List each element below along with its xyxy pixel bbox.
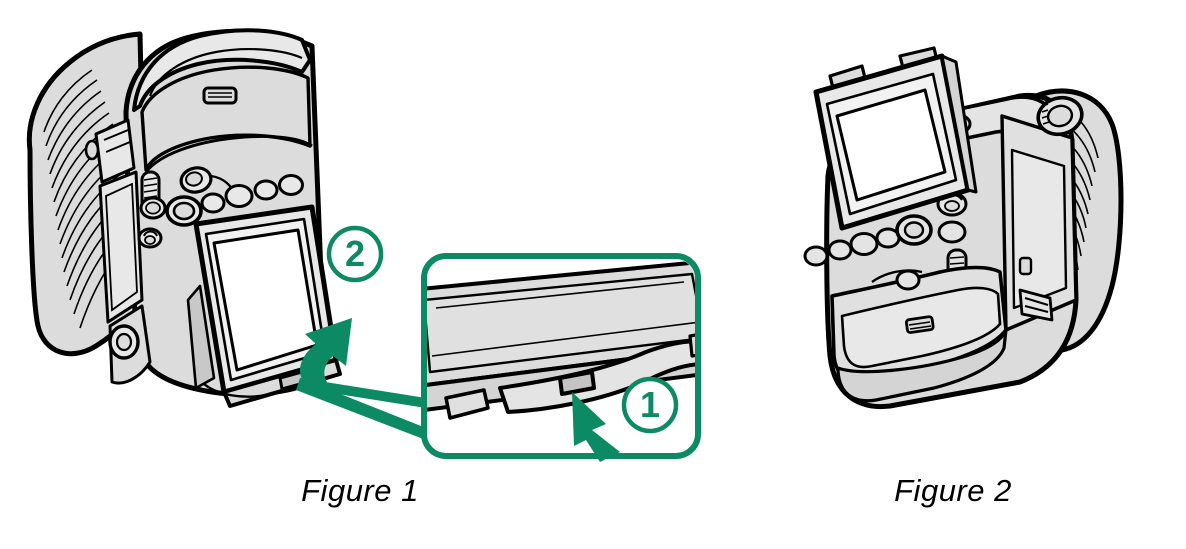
side-port-door [84, 118, 136, 184]
callout-box: 1 [421, 253, 701, 462]
connector-slot-2 [904, 315, 935, 334]
lcd-monitor-tilted [193, 204, 342, 408]
rear-button-c-2 [849, 232, 879, 256]
side-panel-inner-2 [1010, 148, 1068, 310]
rear-button-side-2 [937, 220, 967, 244]
rear-button-a-2 [803, 245, 829, 267]
rear-button-left-lower [137, 227, 163, 249]
multi-selector [165, 195, 203, 227]
lcd-screen-surface-2 [835, 88, 947, 202]
mode-dial-2 [1036, 95, 1084, 137]
rear-dial-lower-center [115, 332, 133, 352]
magnified-latch-nub [558, 370, 596, 396]
step-2-marker-label: 2 [345, 233, 365, 274]
step-1-marker-circle [621, 376, 679, 434]
lcd-monitor-open-2 [813, 46, 971, 231]
figure-1-panel: 2 [26, 28, 701, 508]
step-2-marker: 2 [326, 225, 384, 283]
rear-button-3 [253, 179, 279, 201]
callout-leader [296, 378, 426, 440]
step-1-arrow [572, 392, 620, 462]
rear-button-left-upper [139, 196, 167, 220]
step-1-marker-label: 1 [640, 384, 660, 425]
rear-button-row-2 [803, 214, 933, 267]
viewfinder-eyecup [179, 166, 236, 195]
body-ridge-upper [144, 134, 313, 173]
hump-crease [148, 48, 303, 97]
bottom-rim-2 [836, 328, 1008, 403]
monitor-side-edge-2 [940, 54, 978, 194]
figure-1-caption: Figure 1 [301, 473, 419, 508]
step-2-arrow [300, 318, 352, 387]
multi-selector-2 [895, 214, 933, 246]
camera-body-figure-1 [26, 28, 342, 408]
figure-2-artwork [803, 46, 1124, 410]
camera-body-figure-2 [803, 46, 1124, 410]
step-2-marker-circle [326, 225, 384, 283]
magnified-side-tab [444, 388, 490, 420]
step-1-marker: 1 [621, 376, 679, 434]
rear-button-b-2 [827, 239, 853, 261]
rear-button-1 [200, 192, 226, 214]
magnified-right-tab [688, 330, 695, 358]
rear-left-panel-inner [105, 182, 138, 312]
figure-2-caption: Figure 2 [894, 473, 1012, 508]
side-port-stack-2 [1018, 256, 1054, 322]
shutter-hint-2 [871, 269, 923, 291]
callout-detail-art [427, 260, 695, 420]
rear-button-row [165, 174, 304, 227]
eyepiece-slot [202, 86, 238, 105]
figure-2-panel: Figure 2 [720, 0, 1186, 549]
rear-button-2 [224, 184, 254, 208]
monitor-recess [186, 284, 216, 390]
rear-button-4 [278, 174, 304, 196]
figure-1-artwork: 2 [26, 28, 701, 462]
